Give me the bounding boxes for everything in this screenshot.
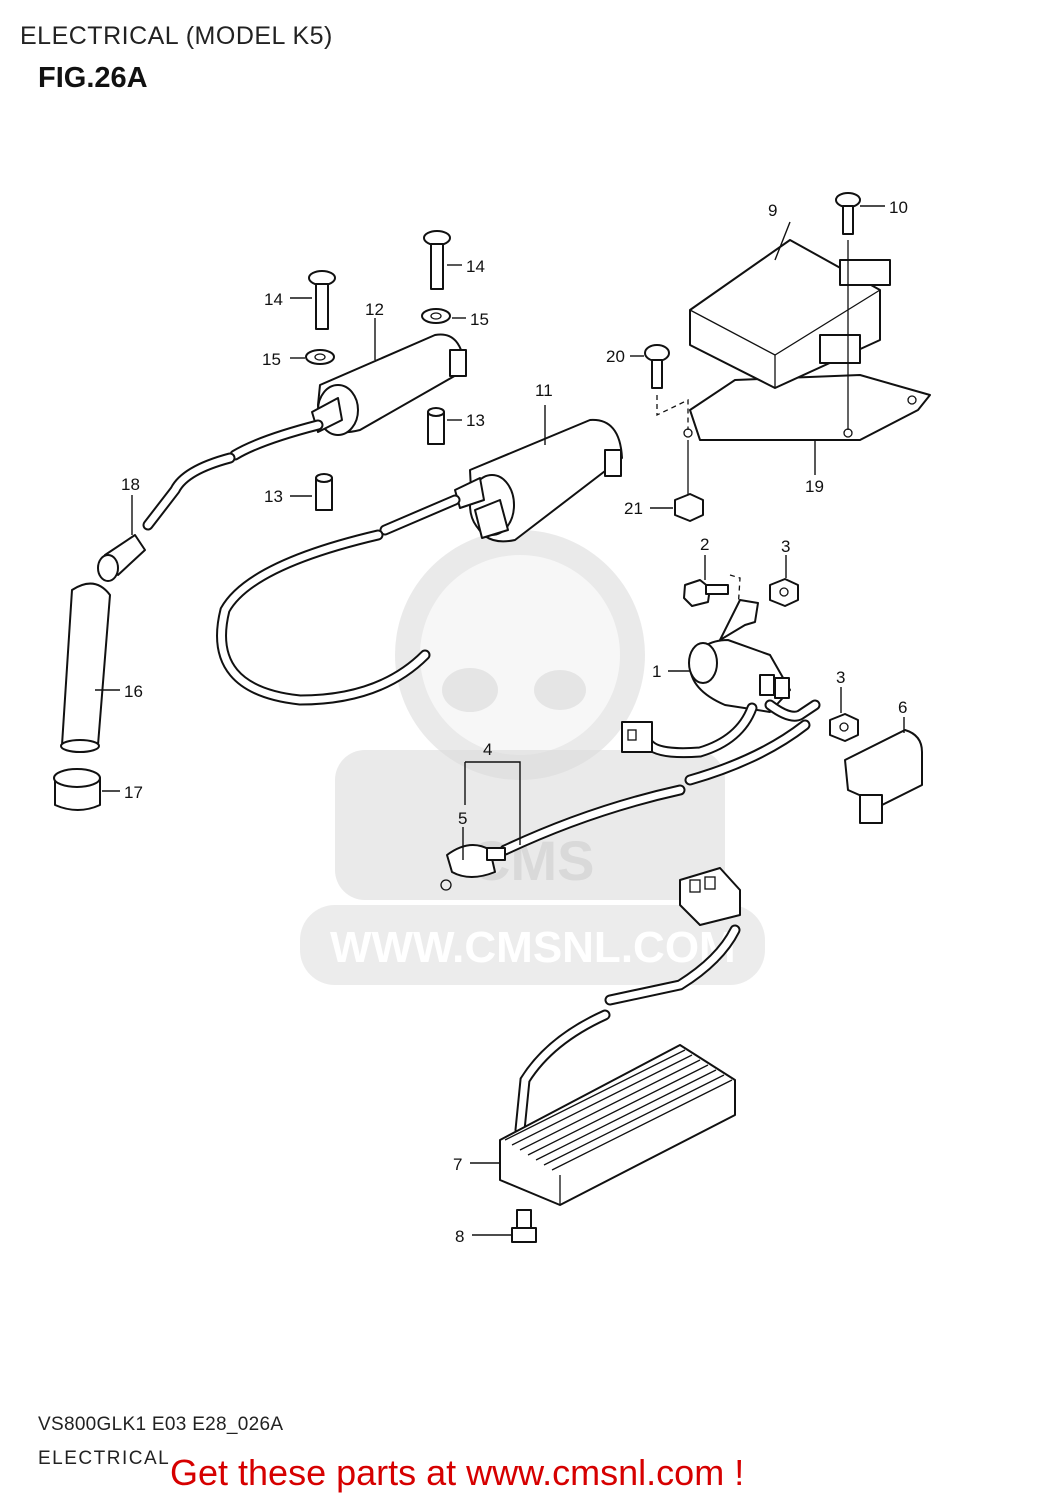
leader-lines — [95, 205, 905, 1236]
buy-parts-link[interactable]: Get these parts at www.cmsnl.com ! — [170, 1452, 745, 1493]
callout-13-lower: 13 — [264, 487, 283, 506]
callout-14-left: 14 — [264, 290, 283, 309]
callout-16: 16 — [124, 682, 143, 701]
bolt-8 — [511, 1209, 537, 1243]
callout-13-upper: 13 — [466, 411, 485, 430]
regulator-connector — [679, 867, 741, 926]
washer-15-right — [421, 308, 451, 324]
callout-19: 19 — [805, 477, 824, 496]
starter-relay-1 — [688, 599, 791, 713]
bracket-19 — [683, 374, 931, 441]
spacer-13-lower — [315, 473, 333, 511]
plug-cap-18 — [97, 534, 146, 582]
regulator-rectifier-7 — [499, 1044, 736, 1206]
screw-20 — [644, 344, 670, 389]
callout-8: 8 — [455, 1227, 464, 1246]
relay-connector — [621, 721, 653, 753]
callout-4: 4 — [483, 740, 492, 759]
callout-14-right: 14 — [466, 257, 485, 276]
figure-number: FIG.26A — [38, 62, 148, 94]
nut-21 — [674, 493, 704, 522]
callout-9: 9 — [768, 201, 777, 220]
callout-11: 11 — [535, 381, 553, 400]
callout-6: 6 — [898, 698, 907, 717]
callout-15-left: 15 — [262, 350, 281, 369]
cover-17 — [53, 768, 101, 811]
callout-10: 10 — [889, 198, 908, 217]
ignition-coil-11 — [454, 418, 623, 543]
watermark-url: WWW.CMSNL.COM — [330, 923, 736, 972]
callout-7: 7 — [453, 1155, 462, 1174]
callout-20: 20 — [606, 347, 625, 366]
bolt-14-left — [308, 270, 336, 330]
callout-12: 12 — [365, 300, 384, 319]
page-title: ELECTRICAL (MODEL K5) — [20, 22, 333, 50]
callout-21: 21 — [624, 499, 643, 518]
terminal-boot-5 — [440, 844, 506, 891]
cms-watermark-logo: CMS WWW.CMSNL.COM — [300, 530, 765, 985]
nut-3-upper — [769, 578, 799, 607]
terminal-cap-6 — [844, 729, 923, 824]
screw-10 — [835, 192, 861, 235]
igniter-unit-9 — [689, 239, 891, 389]
callout-3-lower: 3 — [836, 668, 845, 687]
callout-5: 5 — [458, 809, 467, 828]
callout-15-right: 15 — [470, 310, 489, 329]
bolt-14-right — [423, 230, 451, 290]
callout-17: 17 — [124, 783, 143, 802]
ignition-coil-12 — [311, 333, 467, 436]
nut-3-lower — [829, 713, 859, 742]
callout-18: 18 — [121, 475, 140, 494]
callout-labels: 9 10 11 12 13 13 14 14 15 15 16 17 18 19… — [121, 198, 908, 1246]
bolt-2 — [683, 579, 729, 607]
plug-cap-16 — [60, 582, 111, 753]
callout-1: 1 — [652, 662, 661, 681]
spacer-13-upper — [427, 407, 445, 445]
model-code: VS800GLK1 E03 E28_026A — [38, 1414, 284, 1435]
callout-2: 2 — [700, 535, 709, 554]
section-name: ELECTRICAL — [38, 1448, 171, 1469]
washer-15-left — [305, 349, 335, 365]
callout-3-upper: 3 — [781, 537, 790, 556]
